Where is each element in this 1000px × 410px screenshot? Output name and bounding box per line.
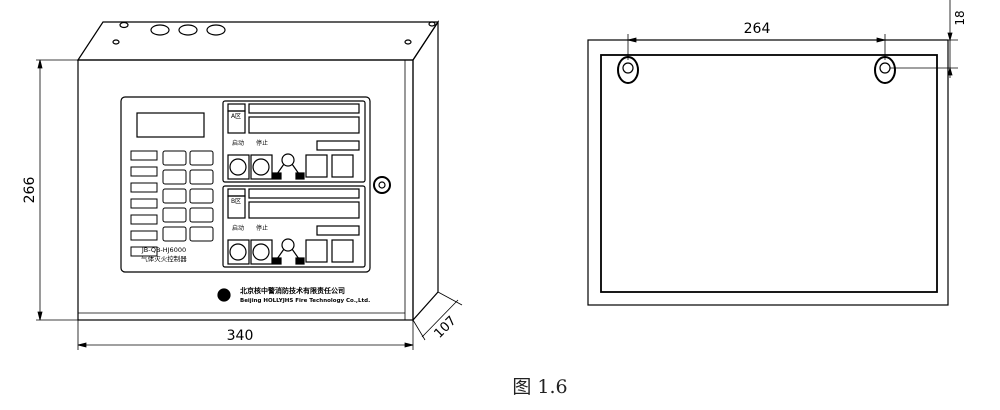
front-view: JB-QB-HJ6000 气体灭火控制器 A区 启动 停止 B区 启动 (22, 19, 463, 350)
zone-b-stop-label: 停止 (256, 224, 268, 232)
company-logo (217, 288, 231, 302)
zone-b-panel: B区 启动 停止 (222, 185, 366, 268)
rear-inner-plate (600, 54, 938, 293)
product-name-label: 气体灭火控制器 (141, 254, 187, 263)
mounting-hole-left (617, 56, 639, 84)
rear-outer-frame (587, 39, 949, 306)
zone-a-stop-button[interactable] (250, 154, 273, 180)
width-dim-label: 340 (227, 328, 254, 344)
zone-a-panel: A区 启动 停止 (222, 100, 366, 183)
rear-view: 264 18 (587, 0, 967, 306)
lock-icon (373, 176, 391, 194)
company-name-cn: 北京核中警消防技术有限责任公司 (240, 286, 345, 295)
figure-caption: 图 1.6 (512, 376, 568, 398)
control-panel (120, 96, 371, 273)
zone-b-label: B区 (231, 198, 241, 205)
lcd-display (136, 112, 205, 138)
enclosure-side-face (412, 19, 439, 322)
height-dimension (36, 59, 78, 321)
company-name-en: Beijing HOLLYJHS Fire Technology Co.,Ltd… (240, 298, 370, 304)
depth-dim-label: 107 (431, 313, 459, 341)
zone-b-start-label: 启动 (232, 224, 244, 232)
model-label: JB-QB-HJ6000 (141, 246, 186, 254)
keypad (162, 150, 214, 242)
hole-offset-dimension (890, 0, 958, 78)
hole-offset-label: 18 (953, 10, 967, 25)
enclosure-front-face (77, 59, 414, 321)
height-dim-label: 266 (22, 177, 38, 204)
width-dimension (77, 320, 414, 350)
enclosure-top-face (76, 21, 440, 61)
hole-spacing-label: 264 (744, 21, 771, 37)
hole-spacing-dimension (627, 34, 886, 60)
depth-dimension (412, 291, 463, 341)
zone-a-start-label: 启动 (232, 139, 244, 147)
zone-b-stop-button[interactable] (250, 239, 273, 265)
zone-a-stop-label: 停止 (256, 139, 268, 147)
zone-b-start-button[interactable] (227, 239, 250, 265)
mounting-hole-right (874, 56, 896, 84)
cable-knockouts (112, 21, 436, 45)
zone-a-label: A区 (231, 113, 241, 120)
left-button-column (130, 150, 158, 257)
zone-a-start-button[interactable] (227, 154, 250, 180)
